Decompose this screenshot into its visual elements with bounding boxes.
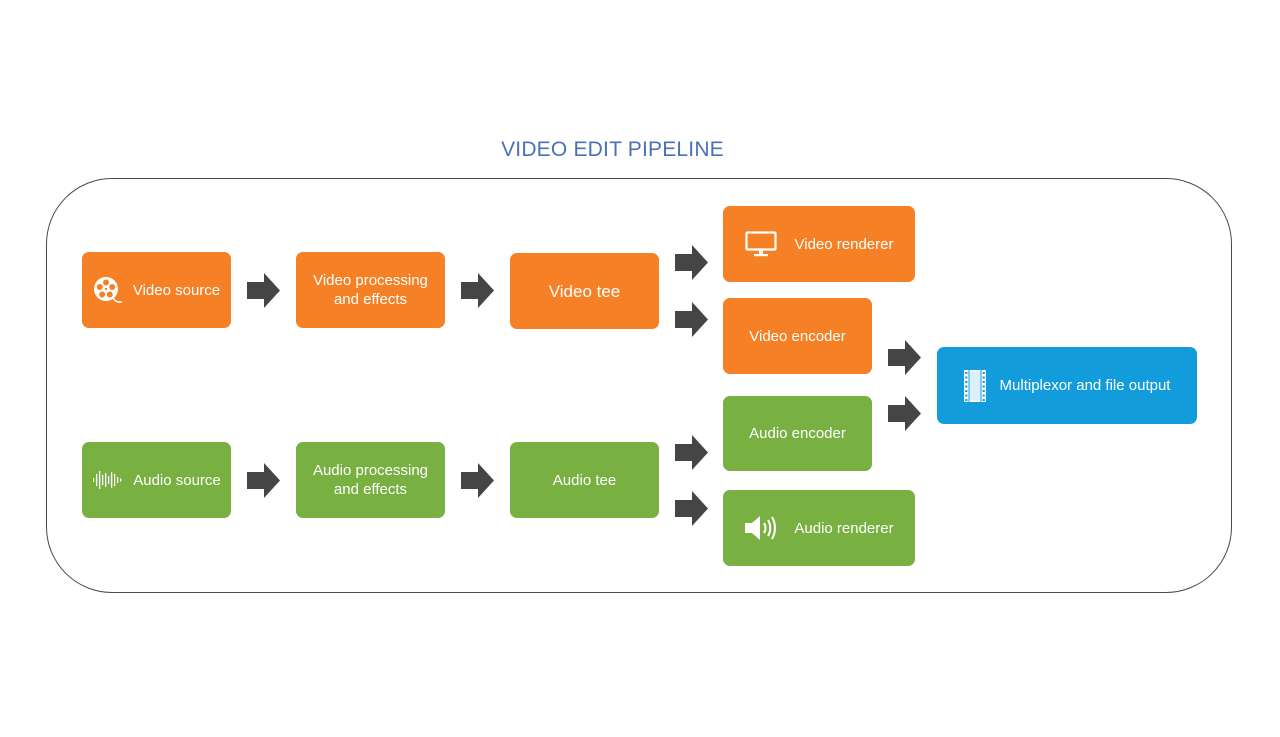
- audio-tee-label: Audio tee: [552, 471, 617, 489]
- video-tee-node[interactable]: Video tee: [510, 253, 659, 329]
- audio-source-label: Audio source: [133, 471, 221, 489]
- video-renderer-node[interactable]: Video renderer: [723, 206, 915, 282]
- multiplexor-output-node[interactable]: Multiplexor and file output: [937, 347, 1197, 424]
- sound-wave-icon: [92, 470, 122, 490]
- video-encoder-node[interactable]: Video encoder: [723, 298, 872, 374]
- video-processing-node[interactable]: Video processing and effects: [296, 252, 445, 328]
- audio-encoder-label: Audio encoder: [749, 425, 846, 442]
- pipeline-container: [46, 178, 1232, 593]
- audio-processing-node[interactable]: Audio processing and effects: [296, 442, 445, 518]
- audio-tee-node[interactable]: Audio tee: [510, 442, 659, 518]
- audio-processing-label: Audio processing and effects: [312, 462, 429, 498]
- arrow-video-processing-to-tee: [461, 273, 494, 308]
- video-source-label: Video source: [132, 281, 221, 299]
- video-tee-label: Video tee: [548, 281, 621, 301]
- multiplexor-output-label: Multiplexor and file output: [999, 377, 1171, 394]
- speaker-icon: [744, 514, 778, 542]
- arrow-audio-source-to-processing: [247, 463, 280, 498]
- diagram-title: VIDEO EDIT PIPELINE: [501, 138, 724, 161]
- arrow-video-tee-to-encoder: [675, 302, 708, 337]
- arrow-audio-processing-to-tee: [461, 463, 494, 498]
- audio-source-node[interactable]: Audio source: [82, 442, 231, 518]
- film-strip-icon: [963, 369, 986, 402]
- video-source-node[interactable]: Video source: [82, 252, 231, 328]
- audio-renderer-node[interactable]: Audio renderer: [723, 490, 915, 566]
- video-encoder-label: Video encoder: [749, 327, 846, 345]
- arrow-video-source-to-processing: [247, 273, 280, 308]
- arrow-audio-encoder-to-multiplexor: [888, 396, 921, 431]
- arrow-audio-tee-to-encoder: [675, 435, 708, 470]
- audio-renderer-label: Audio renderer: [794, 519, 894, 537]
- video-renderer-label: Video renderer: [794, 235, 894, 253]
- arrow-video-tee-to-renderer: [675, 245, 708, 280]
- film-reel-icon: [93, 276, 123, 304]
- monitor-icon: [744, 231, 777, 257]
- arrow-video-encoder-to-multiplexor: [888, 340, 921, 375]
- audio-encoder-node[interactable]: Audio encoder: [723, 396, 872, 471]
- video-processing-label: Video processing and effects: [313, 272, 428, 308]
- arrow-audio-tee-to-renderer: [675, 491, 708, 526]
